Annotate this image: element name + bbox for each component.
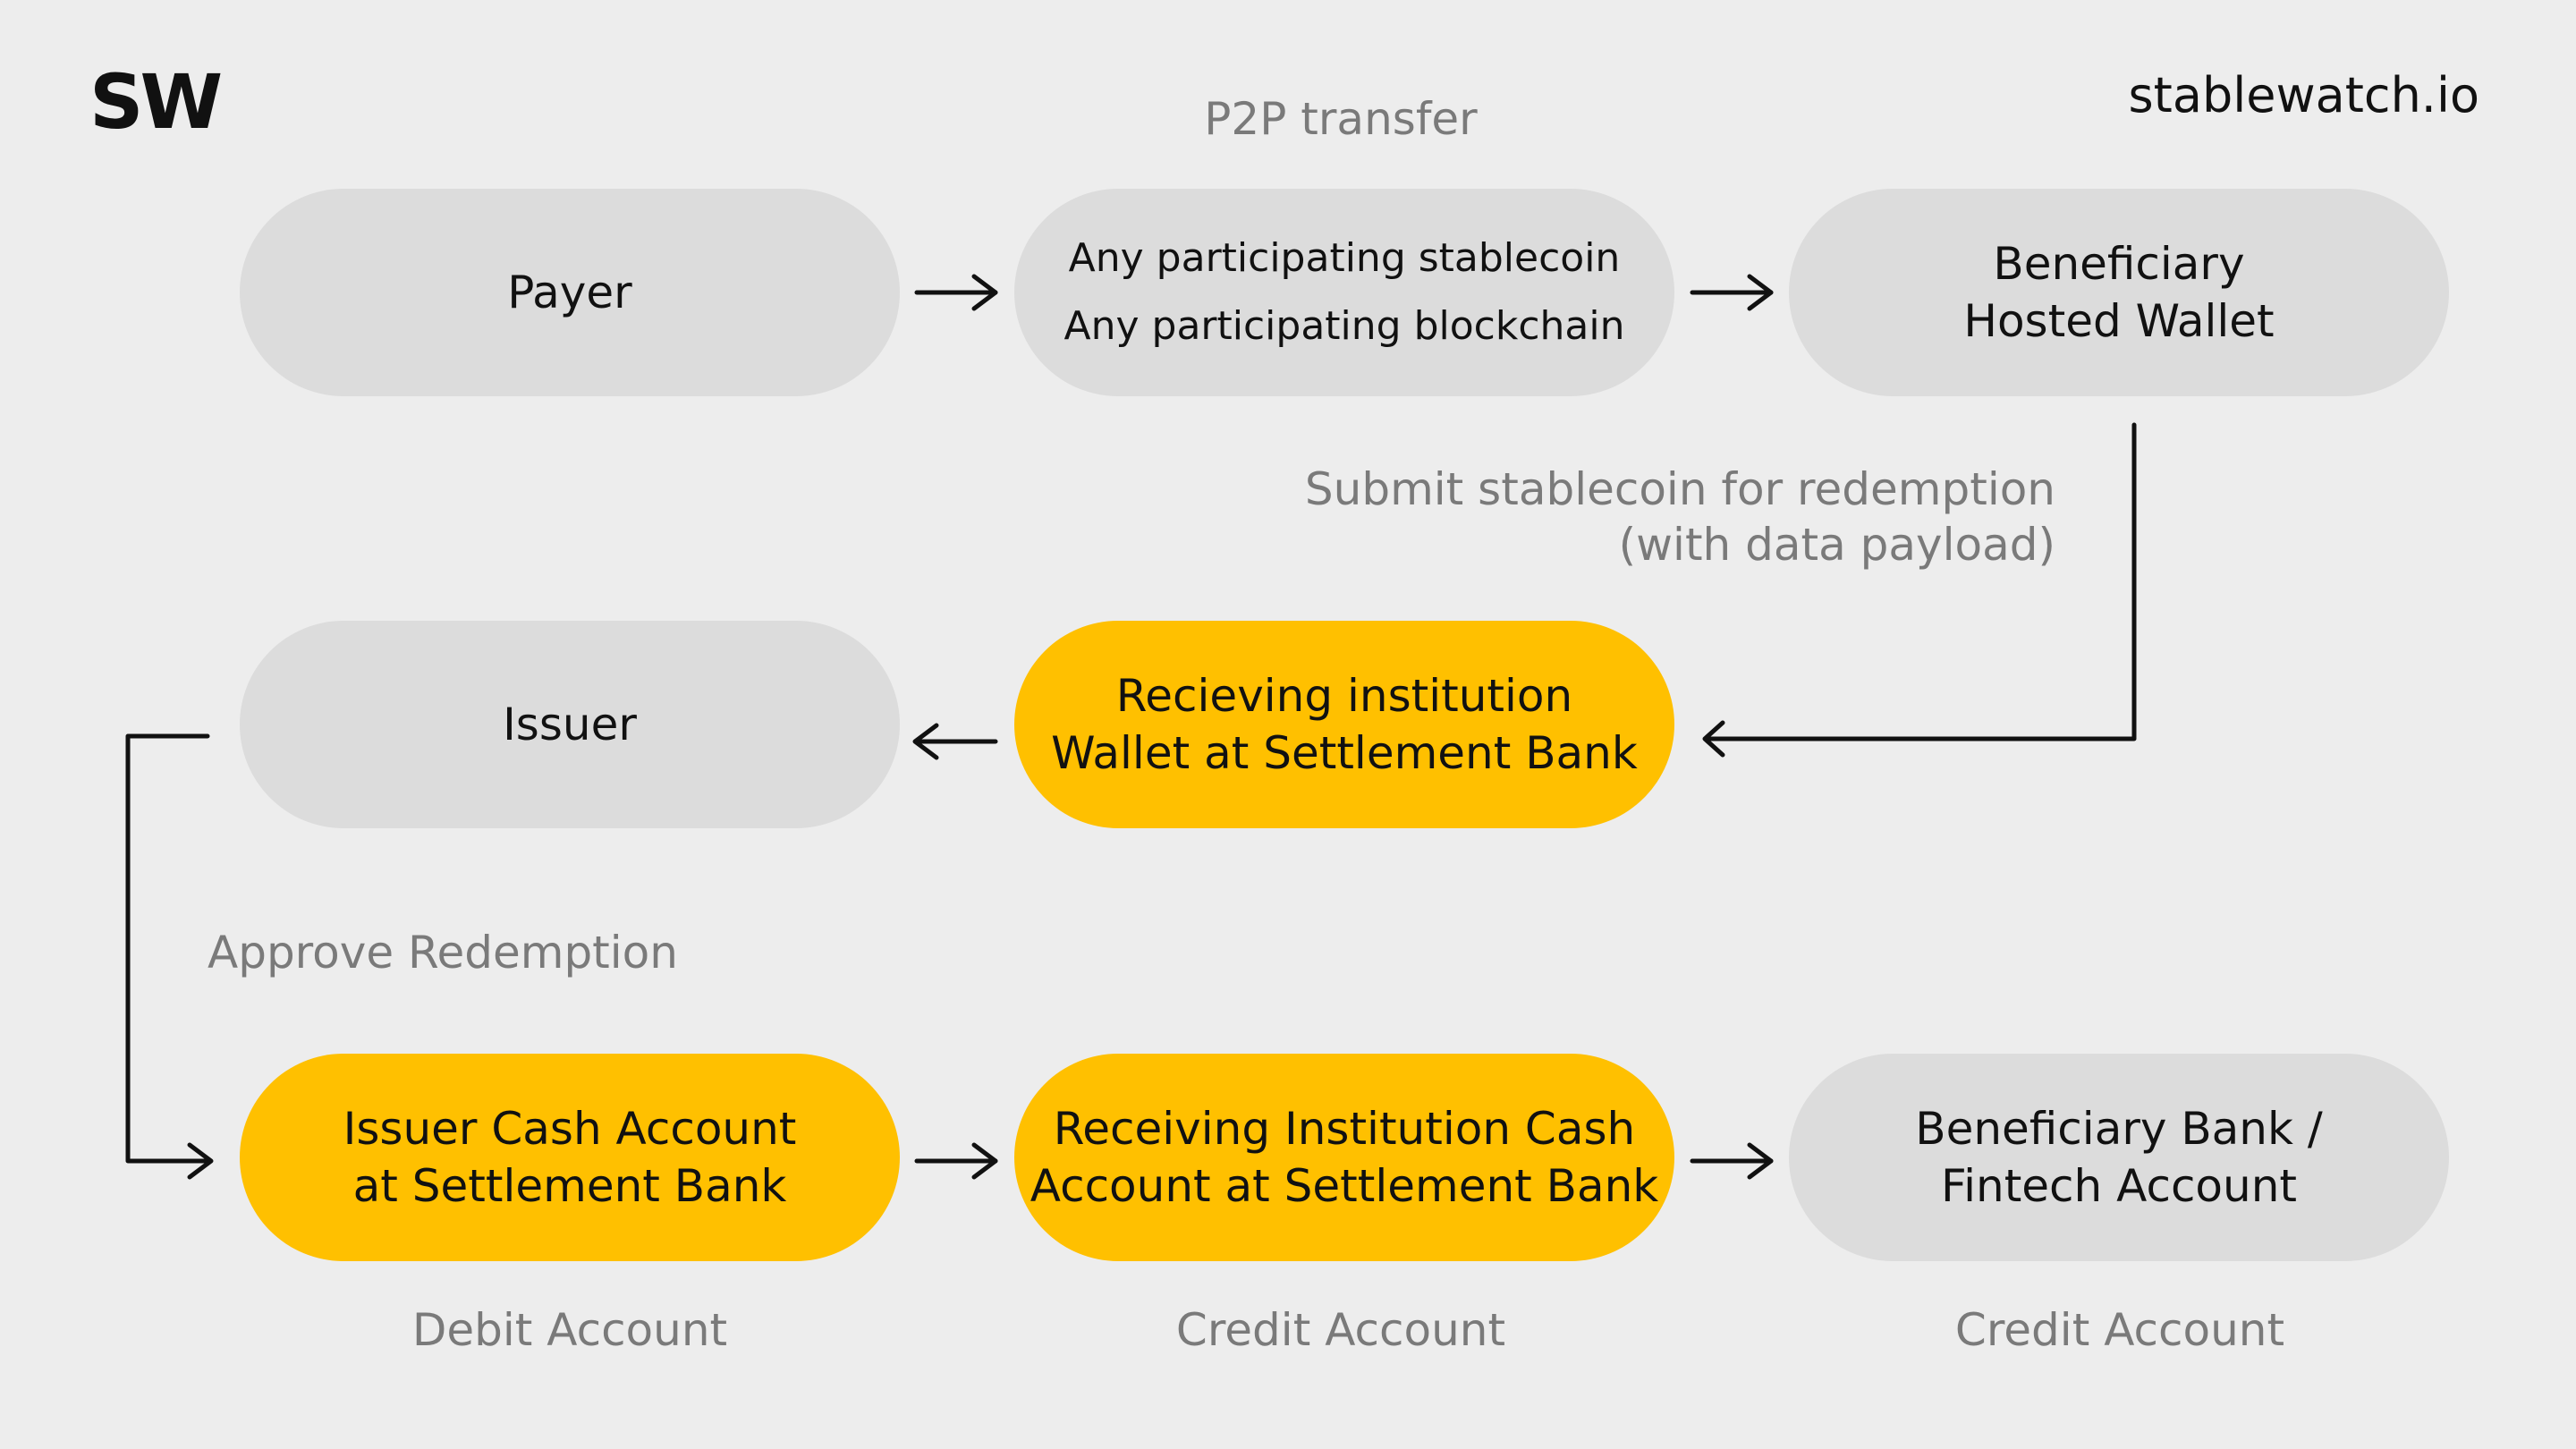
beneficiary-wallet-line-1: Beneficiary — [1993, 238, 2245, 290]
receiving-institution-cash-node: Receiving Institution Cash Account at Se… — [1014, 1054, 1674, 1261]
redemption-note-line-1: Submit stablecoin for redemption — [1304, 463, 2055, 515]
logo: SW — [89, 58, 223, 146]
redemption-note-line-2: (with data payload) — [1618, 519, 2055, 571]
approve-redemption-note: Approve Redemption — [208, 927, 678, 979]
p2p-transfer-caption: P2P transfer — [1204, 93, 1478, 145]
credit-account-label-1: Credit Account — [1175, 1304, 1506, 1356]
arrow-receiving-cash-to-beneficiary-bank — [1690, 1142, 1774, 1180]
issuer-cash-line-2: at Settlement Bank — [352, 1160, 787, 1212]
arrow-redemption-to-receiving-wallet — [1702, 422, 2137, 758]
receiving-wallet-line-1: Recieving institution — [1115, 670, 1573, 722]
stablecoin-line-1: Any participating stablecoin — [1068, 235, 1621, 281]
receiving-cash-line-1: Receiving Institution Cash — [1053, 1103, 1636, 1155]
stablecoin-line-2: Any participating blockchain — [1063, 303, 1625, 349]
issuer-label: Issuer — [503, 699, 637, 750]
payer-label: Payer — [507, 267, 632, 318]
arrow-payer-to-stablecoin — [914, 274, 998, 311]
redemption-note: Submit stablecoin for redemption (with d… — [1305, 462, 2055, 572]
receiving-wallet-line-2: Wallet at Settlement Bank — [1051, 727, 1638, 779]
issuer-cash-account-node: Issuer Cash Account at Settlement Bank — [240, 1054, 900, 1261]
arrow-receiving-wallet-to-issuer — [912, 723, 998, 760]
credit-account-label-2: Credit Account — [1954, 1304, 2285, 1356]
beneficiary-bank-node: Beneficiary Bank / Fintech Account — [1789, 1054, 2449, 1261]
issuer-node: Issuer — [240, 621, 900, 828]
arrow-stablecoin-to-beneficiary-wallet — [1690, 274, 1774, 311]
beneficiary-wallet-line-2: Hosted Wallet — [1963, 295, 2275, 347]
receiving-cash-line-2: Account at Settlement Bank — [1030, 1160, 1659, 1212]
payer-node: Payer — [240, 189, 900, 396]
beneficiary-bank-line-1: Beneficiary Bank / — [1915, 1103, 2323, 1155]
receiving-institution-wallet-node: Recieving institution Wallet at Settleme… — [1014, 621, 1674, 828]
arrow-issuer-to-issuer-cash — [125, 733, 214, 1180]
debit-account-label: Debit Account — [411, 1304, 728, 1356]
stablecoin-node: Any participating stablecoin Any partici… — [1014, 189, 1674, 396]
beneficiary-hosted-wallet-node: Beneficiary Hosted Wallet — [1789, 189, 2449, 396]
beneficiary-bank-line-2: Fintech Account — [1940, 1160, 2298, 1212]
issuer-cash-line-1: Issuer Cash Account — [343, 1103, 797, 1155]
site-url[interactable]: stablewatch.io — [2128, 67, 2479, 123]
arrow-issuer-cash-to-receiving-cash — [914, 1142, 998, 1180]
